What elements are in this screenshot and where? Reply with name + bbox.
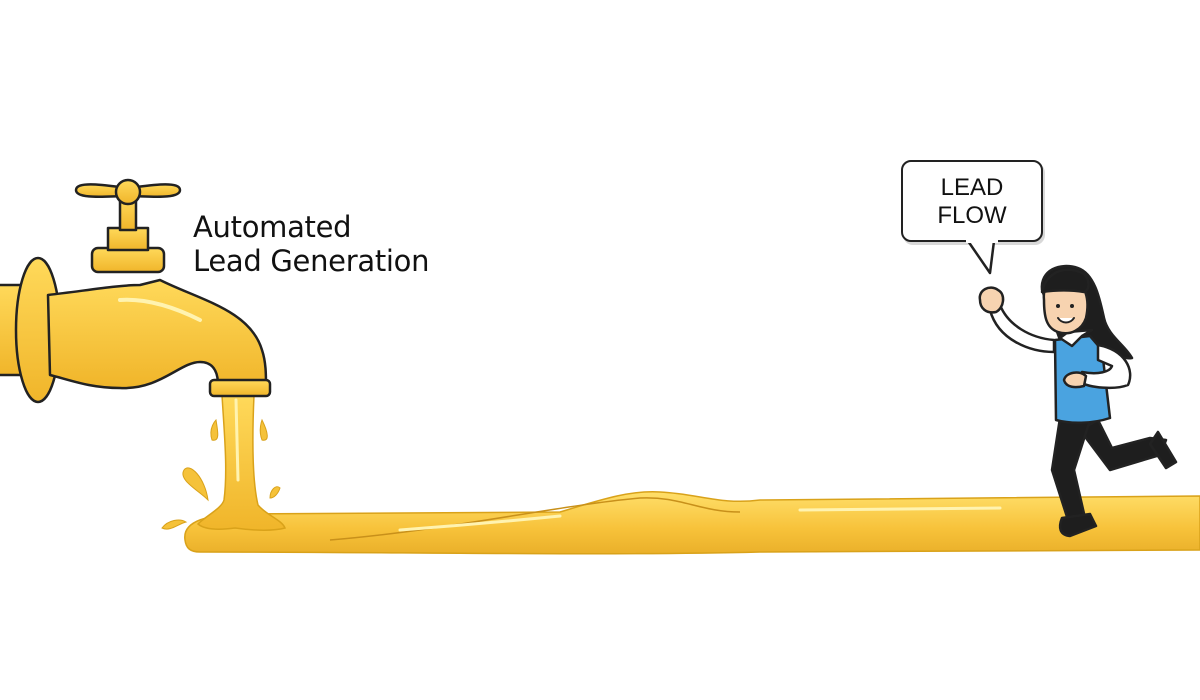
liquid-stream-icon — [161, 394, 1200, 555]
running-woman-icon — [978, 264, 1178, 538]
speech-bubble-line-1: LEAD — [940, 174, 1004, 201]
speech-bubble-line-2: FLOW — [937, 202, 1007, 229]
speech-bubble-tail-icon — [966, 239, 998, 275]
caption-line-1: Automated — [193, 210, 352, 244]
caption-line-2: Lead Generation — [193, 244, 430, 278]
automated-lead-generation-caption: Automated Lead Generation — [193, 210, 429, 278]
faucet-icon — [0, 178, 272, 404]
speech-bubble: LEAD FLOW — [901, 160, 1043, 242]
